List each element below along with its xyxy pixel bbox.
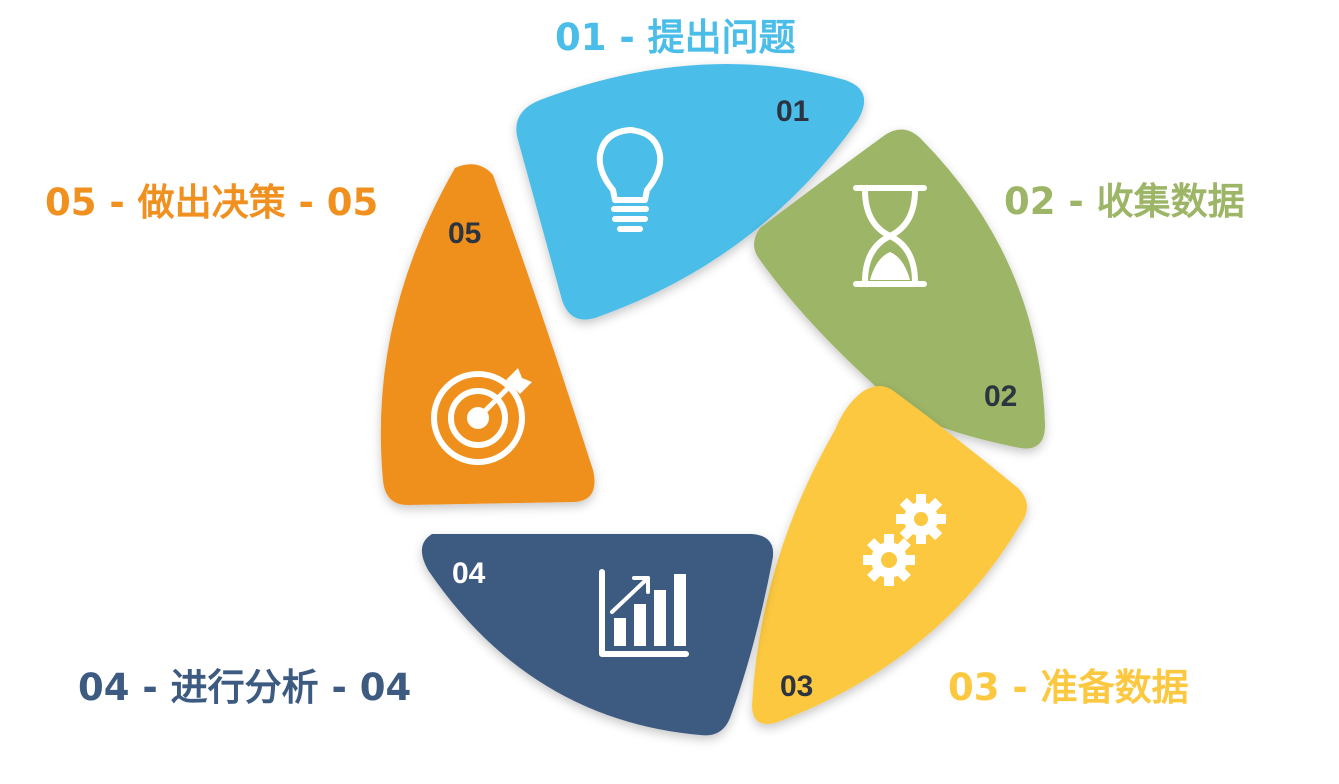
step-3-label: 03 - 准备数据 bbox=[948, 666, 1189, 709]
segment-step-1: 01 bbox=[516, 64, 865, 320]
target-icon bbox=[431, 368, 532, 465]
segment-step-5: 05 bbox=[380, 164, 595, 505]
step-2-label: 02 - 收集数据 bbox=[1004, 180, 1245, 223]
segment-step-2: 02 bbox=[754, 129, 1045, 449]
gears-icon bbox=[863, 494, 946, 586]
segment-step-4: 04 bbox=[421, 534, 774, 736]
segment-2-shape bbox=[754, 129, 1045, 449]
hourglass-icon bbox=[853, 185, 927, 287]
step-5-label: 05 - 做出决策 - 05 bbox=[45, 181, 378, 224]
segment-5-number: 05 bbox=[448, 217, 481, 250]
lightbulb-icon bbox=[596, 127, 664, 232]
step-4-label: 04 - 进行分析 - 04 bbox=[78, 666, 411, 709]
segment-1-number: 01 bbox=[776, 95, 809, 128]
segment-1-shape bbox=[516, 64, 865, 320]
step-1-label: 01 - 提出问题 bbox=[555, 16, 796, 59]
segment-2-number: 02 bbox=[984, 380, 1017, 413]
bar-chart-icon bbox=[599, 569, 689, 657]
segment-step-3: 03 bbox=[752, 386, 1028, 724]
segment-3-number: 03 bbox=[780, 670, 813, 703]
segment-4-number: 04 bbox=[452, 557, 486, 590]
